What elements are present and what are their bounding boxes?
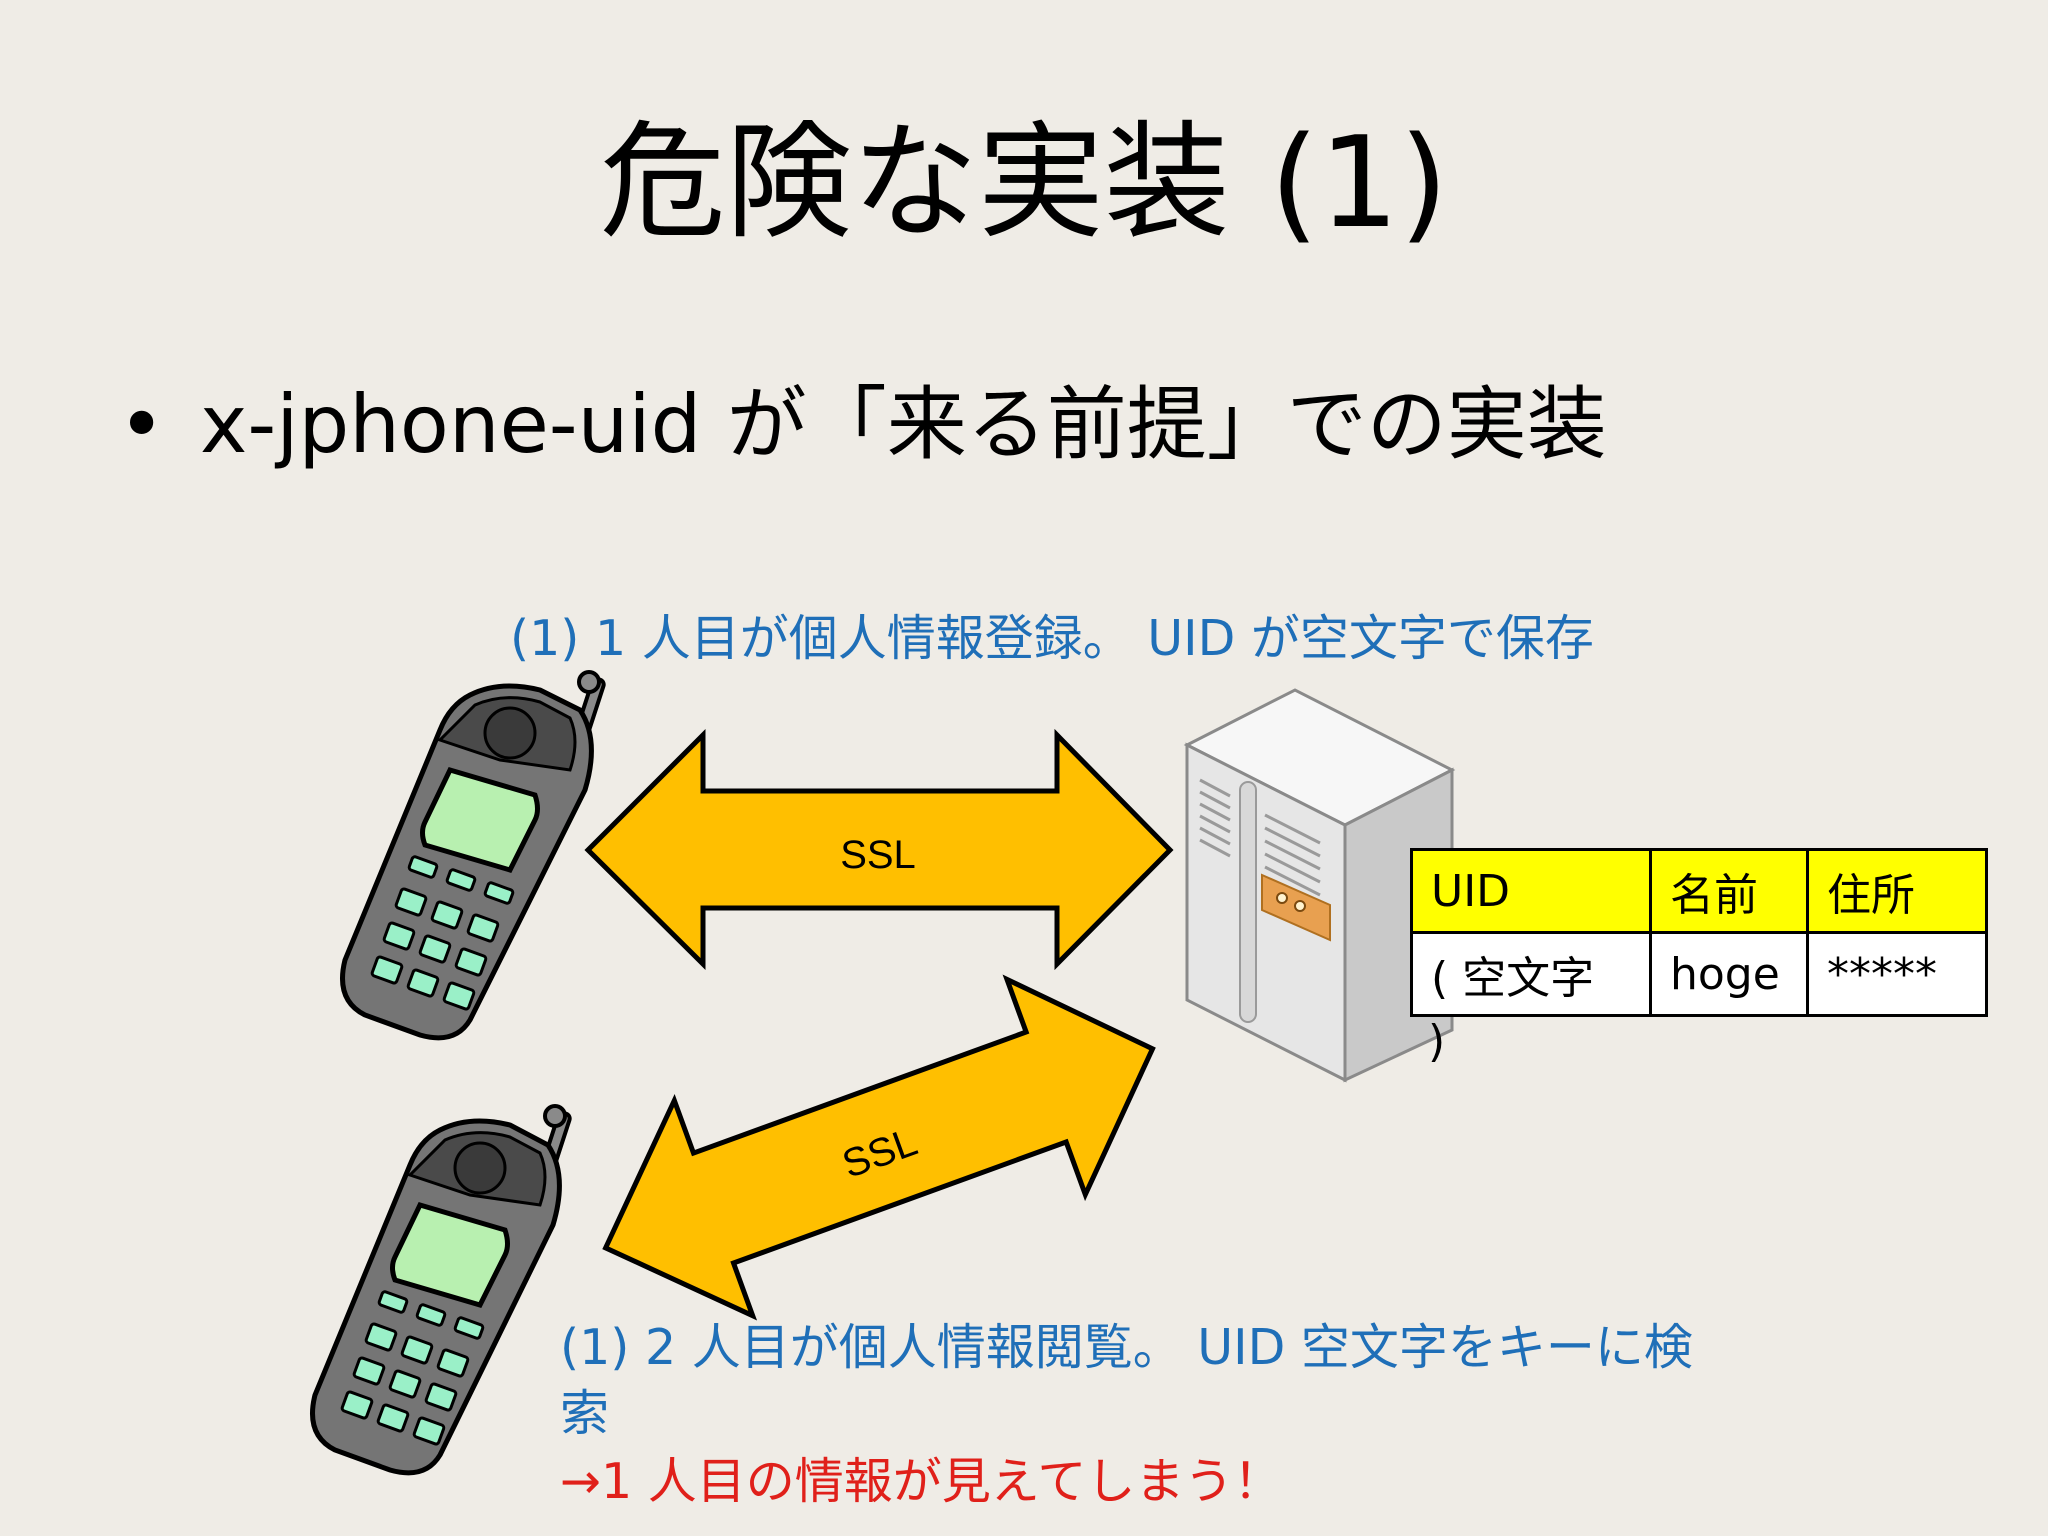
step2-caption: (1) 2 人目が個人情報閲覧。 UID 空文字をキーに検	[560, 1319, 1693, 1376]
cell-name: hoge	[1649, 931, 1809, 1017]
bullet-text: x-jphone-uid が「来る前提」での実装	[200, 378, 1607, 471]
bullet-item: • x-jphone-uid が「来る前提」での実装	[118, 375, 1607, 475]
ssl-double-arrow-top: SSL	[584, 728, 1174, 971]
ssl-double-arrow-bottom: SSL	[602, 974, 1156, 1321]
warning-caption: →1 人目の情報が見えてしまう！	[560, 1453, 1283, 1510]
column-header-uid: UID	[1410, 848, 1652, 934]
table-header-row: UID 名前 住所	[1410, 848, 1988, 934]
ssl-label-top: SSL	[840, 833, 916, 877]
bullet-marker: •	[118, 378, 166, 471]
uid-cell-overflow: )	[1428, 1016, 1446, 1067]
step1-caption: (1) 1 人目が個人情報登録。 UID が空文字で保存	[510, 610, 1594, 667]
table-row: ( 空文字 hoge *****	[1410, 931, 1988, 1017]
slide-title: 危険な実装 (1)	[599, 109, 1449, 256]
step2-caption-cont: 索	[560, 1385, 610, 1442]
uid-table: UID 名前 住所 ( 空文字 hoge *****	[1410, 848, 1988, 1017]
column-header-address: 住所	[1806, 848, 1988, 934]
column-header-name: 名前	[1649, 848, 1809, 934]
mobile-phone-icon	[340, 670, 606, 1041]
mobile-phone-icon	[310, 1104, 572, 1476]
cell-uid: ( 空文字	[1410, 931, 1652, 1017]
cell-address: *****	[1806, 931, 1988, 1017]
